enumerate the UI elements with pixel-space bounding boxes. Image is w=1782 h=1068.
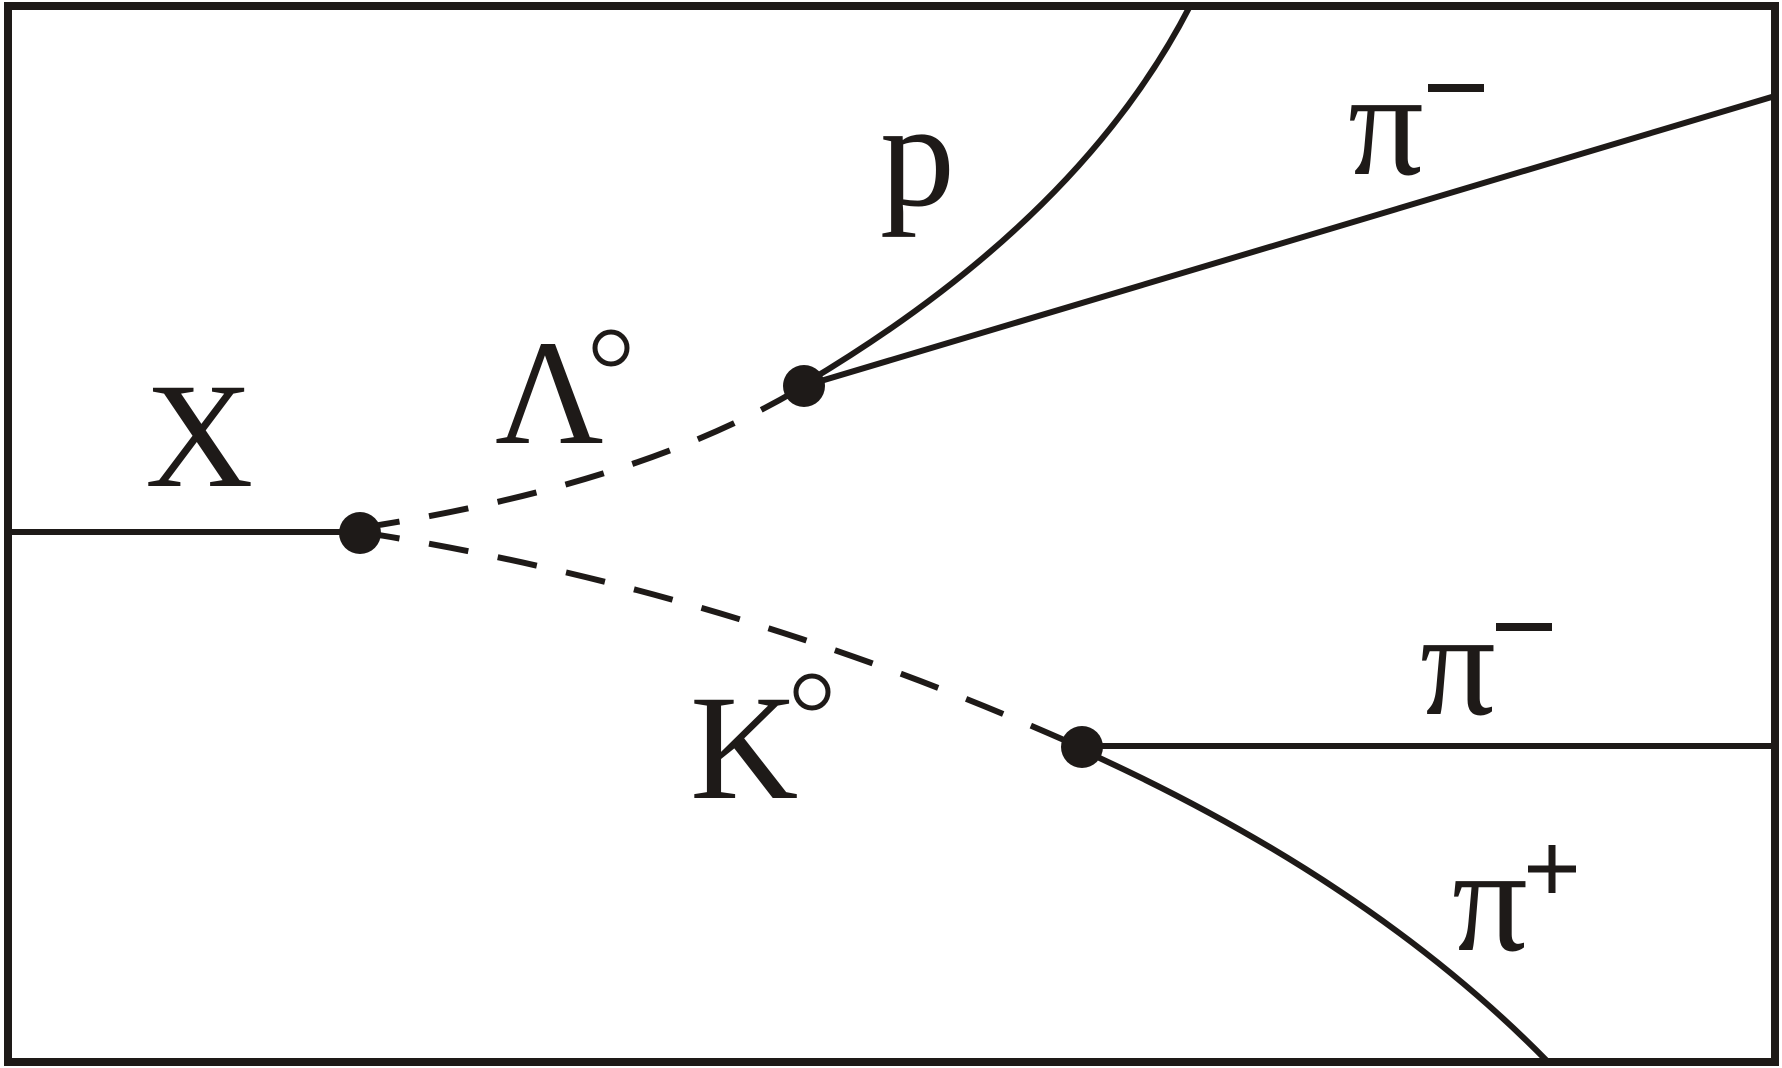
label-pi-plus: π xyxy=(1452,817,1528,983)
label-pi-plus-superscript xyxy=(1528,845,1576,893)
label-lambda-superscript xyxy=(592,329,630,367)
pi-minus-upper-track xyxy=(801,93,1778,389)
vertex-kaon-decay xyxy=(1061,726,1103,768)
pi-plus-track xyxy=(1079,747,1551,1065)
proton-track xyxy=(801,3,1193,387)
label-kaon-superscript xyxy=(793,673,831,711)
label-kaon: K xyxy=(690,665,798,831)
vertex-lambda-decay xyxy=(783,365,825,407)
vertex-x-decay xyxy=(339,512,381,554)
lambda-track xyxy=(359,383,806,531)
label-lambda: Λ xyxy=(495,310,604,476)
label-x: X xyxy=(145,353,253,519)
label-pi-minus-lower: π xyxy=(1420,581,1496,747)
label-proton: p xyxy=(880,72,955,238)
kaon-track xyxy=(359,529,1084,751)
label-pi-minus-upper: π xyxy=(1348,41,1424,207)
